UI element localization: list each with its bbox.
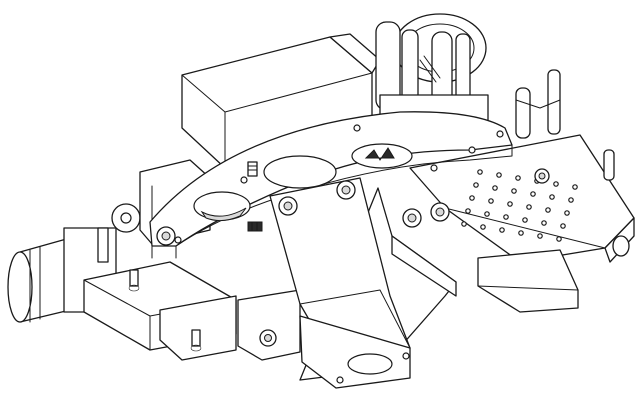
screw-4 <box>402 208 422 228</box>
plate-hole <box>526 204 532 210</box>
plate-hole <box>541 220 547 226</box>
plate-hole <box>530 191 536 197</box>
plate-hole <box>560 223 566 229</box>
set-screw-4 <box>247 221 263 232</box>
plate-hole <box>553 181 559 187</box>
screw-1 <box>278 196 298 216</box>
plate-hole <box>545 207 551 213</box>
vertical-roller-assembly <box>375 13 489 124</box>
plate-hole-grid <box>461 169 578 242</box>
plate-hole <box>515 175 521 181</box>
set-screw-1 <box>128 269 140 292</box>
plate-hole <box>473 182 479 188</box>
screw-3 <box>156 226 176 246</box>
plate-hole <box>503 214 509 220</box>
perforated-base-plate <box>409 69 635 263</box>
lower-bracket-left <box>83 261 301 361</box>
plate-hole <box>522 217 528 223</box>
set-screw-5 <box>247 161 258 177</box>
plate-hole <box>484 211 490 217</box>
plate-hole <box>549 194 555 200</box>
plate-hole <box>499 227 505 233</box>
plate-hole <box>492 185 498 191</box>
plate-hole <box>480 224 486 230</box>
plate-hole <box>568 197 574 203</box>
right-clamp-block <box>477 249 579 313</box>
set-screw-2 <box>190 329 202 352</box>
plate-hole <box>477 169 483 175</box>
plate-hole <box>511 188 517 194</box>
plate-hole <box>461 221 467 227</box>
plate-hole <box>556 236 562 242</box>
plate-hole <box>465 208 471 214</box>
screw-8 <box>259 329 277 347</box>
plate-hole <box>518 230 524 236</box>
screw-9 <box>534 168 550 184</box>
screw-5 <box>430 202 450 222</box>
plate-hole <box>469 195 475 201</box>
tilted-chute-bracket <box>269 177 457 389</box>
plate-hole <box>572 184 578 190</box>
plate-hole <box>496 172 502 178</box>
screw-2 <box>336 180 356 200</box>
plate-hole <box>488 198 494 204</box>
curved-mounting-plate <box>149 111 513 259</box>
plate-hole <box>564 210 570 216</box>
plate-hole <box>537 233 543 239</box>
plate-hole <box>507 201 513 207</box>
